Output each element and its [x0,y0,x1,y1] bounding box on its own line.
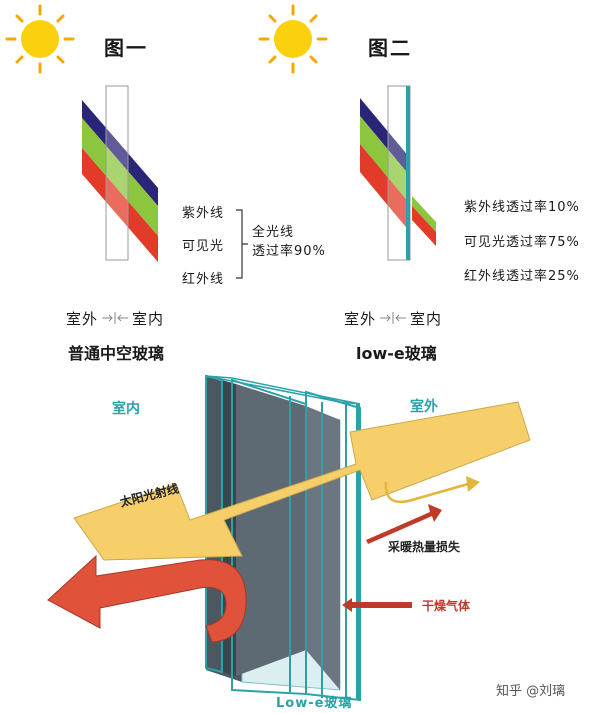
figure2-visible-label: 可见光透过率75% [464,235,580,250]
dry-gas-label: 干燥气体 [422,599,471,613]
sun-icon-left [5,4,75,74]
reflected-ray-arrow [384,481,469,504]
heating-loss-label: 采暖热量损失 [388,540,461,554]
side-arrows [102,312,406,324]
uv-band-1 [82,100,158,206]
uv-band-2 [360,98,410,176]
lower-outdoor-label: 室外 [410,399,438,415]
dry-gas-arrow [342,598,412,612]
figure1-ir-label: 红外线 [182,272,225,287]
figure1-visible-label: 可见光 [182,239,225,254]
figure1-uv-label: 紫外线 [182,206,225,221]
ir-band-1 [82,148,158,262]
figure1-outdoor-label: 室外 [66,310,99,328]
visible-band-1 [82,118,158,236]
brace-1 [236,209,248,279]
lowe-coating-2 [406,86,410,260]
figure1-caption: 普通中空玻璃 [68,344,165,363]
sun-icon-right [258,4,328,74]
solar-ray-arrow [73,401,531,561]
visible-band-2-out [412,196,436,232]
ir-band-2-in [360,144,410,232]
figure2-ir-label: 红外线透过率25% [464,269,580,284]
spacer-frame-side [236,384,306,676]
heat-loss-arrow [47,554,247,643]
figure2-light-bands [360,85,436,261]
figure1-brace-note-line1: 全光线 [252,225,295,240]
lowe-glass-label: Low-e玻璃 [276,696,353,711]
glass-pane-1 [105,85,129,261]
ir-band-2-out [412,206,436,246]
figure1-indoor-label: 室内 [132,310,165,328]
figure2-uv-label: 紫外线透过率10% [464,200,580,215]
figure2-caption: low-e玻璃 [356,344,437,363]
lowe-coating-3d [356,404,360,700]
visible-band-2-in [360,116,410,204]
figure2-indoor-label: 室内 [410,310,443,328]
lower-indoor-label: 室内 [112,401,140,417]
figure1-light-bands [82,85,248,279]
credit-watermark: 知乎 @刘璃 [496,684,566,699]
figure1-brace-note-line2: 透过率90% [252,244,326,259]
figure2-title: 图二 [368,36,412,60]
heat-loss-indicator-arrow [366,504,442,544]
figure2-outdoor-label: 室外 [344,310,377,328]
figure1-title: 图一 [104,36,148,60]
